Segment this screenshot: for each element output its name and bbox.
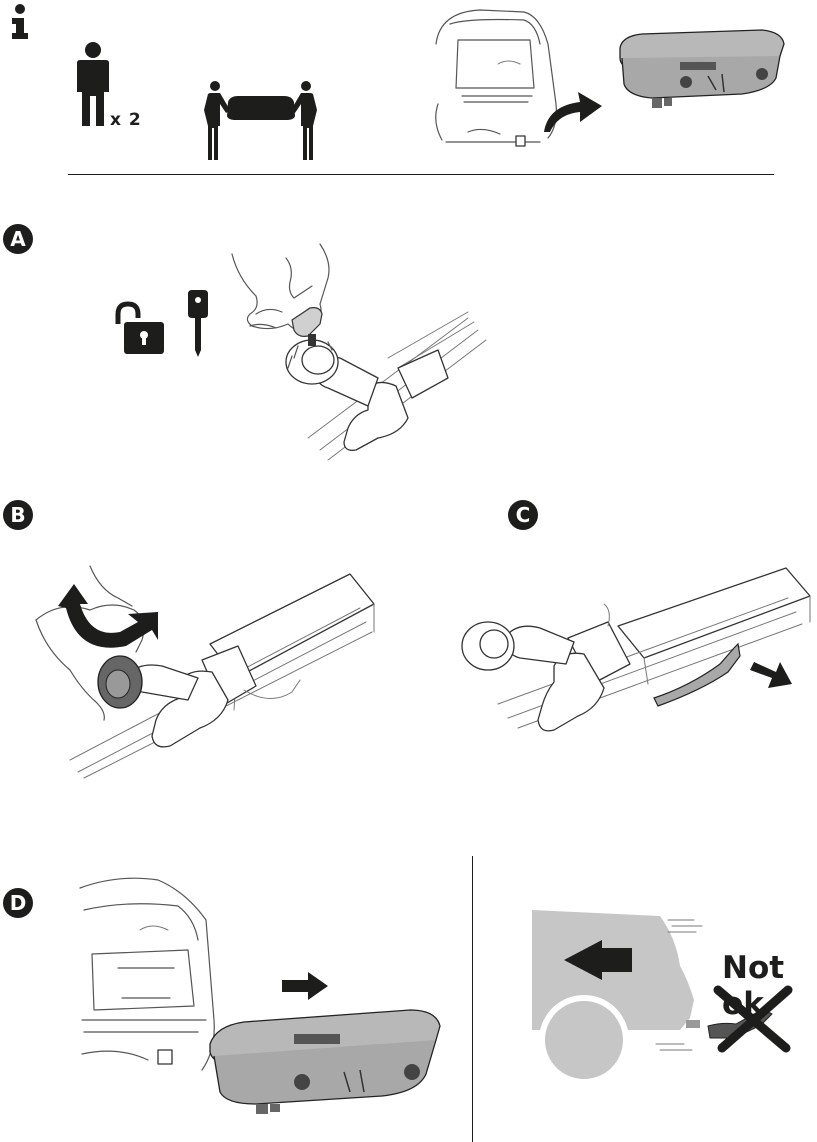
person-count: x 2 xyxy=(110,110,142,130)
strap-pull-illustration xyxy=(458,566,817,752)
step-c-badge: C xyxy=(508,500,538,530)
cargo-box-illustration xyxy=(612,20,788,112)
cargo-box-illustration-d xyxy=(204,1000,446,1116)
key-turn-illustration xyxy=(228,238,490,468)
unlock-icon xyxy=(112,300,166,356)
two-people-carrying-icon xyxy=(198,80,323,162)
info-icon xyxy=(8,4,30,40)
vertical-divider xyxy=(472,856,473,1142)
header-divider xyxy=(68,174,774,175)
person-icon xyxy=(76,42,110,126)
vehicle-side-panel xyxy=(532,910,718,1082)
car-rear-illustration-d xyxy=(78,870,218,1084)
step-d-badge: D xyxy=(3,888,33,918)
knob-turn-illustration xyxy=(30,560,380,780)
key-icon xyxy=(184,290,212,358)
step-b-badge: B xyxy=(3,500,33,530)
mount-arrow-icon xyxy=(540,86,606,134)
step-a-badge: A xyxy=(3,224,33,254)
forbidden-cross-icon xyxy=(702,986,798,1052)
slide-arrow-icon xyxy=(282,972,328,1000)
